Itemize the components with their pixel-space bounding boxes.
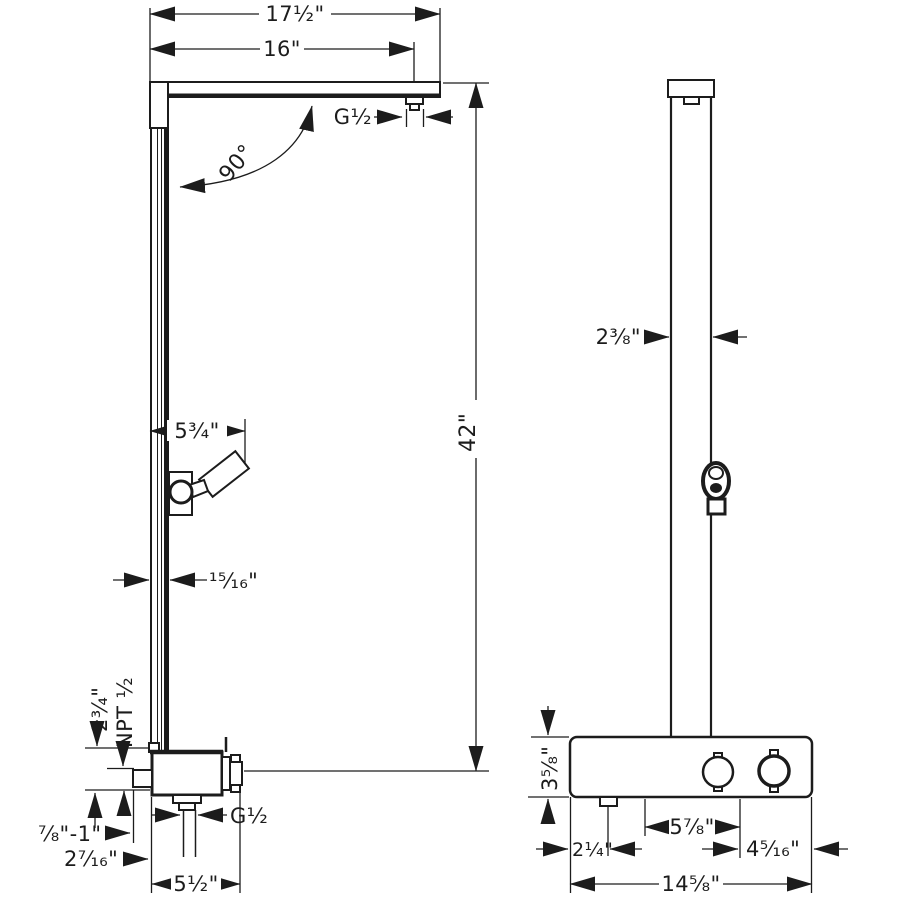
holder-clip [706, 497, 727, 516]
outlet-offset-dimension: 2¹⁄₄" [536, 839, 642, 861]
handshower-ball-joint [168, 479, 194, 505]
dim-label-handshower-reach: 5³⁄₄" [174, 419, 219, 443]
supply-thread-dimension: NPT ¹⁄₂ [113, 677, 137, 816]
wall-supply-outlet [132, 769, 153, 788]
bottom-outlet-collar [178, 802, 196, 811]
showerhead-outlet-stub [409, 103, 420, 111]
valve-side [568, 735, 814, 807]
valve-body-side [568, 735, 814, 799]
dim-label-pipe-center-offset: 2⁷⁄₁₆" [64, 847, 118, 871]
valve-outlet-thread-dimension: G¹⁄₂ [151, 804, 268, 828]
arm-outlet-thread-dimension: G¹⁄₂ [334, 105, 453, 129]
dim-label-overall-height: 42" [456, 413, 481, 452]
column-depth-dimension: 2³⁄₈" [596, 325, 747, 349]
dim-label-overall-width: 17¹⁄₂" [265, 2, 324, 26]
dim-label-supply-riser: 2³⁄₄" [88, 687, 112, 732]
valve-length-dimension: 14⁵⁄₈" [569, 872, 813, 896]
dim-label-arm-angle: 90° [214, 140, 259, 187]
valve-bottom-outlet [599, 796, 618, 807]
column-cap-notch [683, 96, 700, 105]
valve-body [150, 750, 224, 797]
bottom-outlet-nut [172, 794, 202, 804]
column-top-cap [667, 79, 715, 98]
label-backing [171, 873, 221, 894]
label-backing [669, 816, 715, 837]
label-backing [260, 38, 304, 60]
angle-dimension: 90° [179, 105, 314, 194]
arm-reach-dimension: 16" [149, 37, 415, 61]
valve-front [132, 737, 243, 857]
dim-label-valve-height: 3⁵⁄₈" [538, 746, 562, 791]
label-backing [167, 420, 227, 441]
volume-knob [757, 754, 791, 788]
showerhead-outlet [405, 96, 424, 105]
shower-pipe [150, 128, 169, 752]
front-view: 17¹⁄₂" 16" G¹⁄₂ 90° 5³⁄₄" [38, 2, 489, 896]
label-backing [456, 400, 482, 458]
dim-label-valve-length: 14⁵⁄₈" [661, 872, 720, 896]
handle-spacing-dimension: 5⁷⁄₈" [644, 815, 741, 839]
handshower-holder-side [701, 461, 731, 516]
dim-label-valve-outlet-thread: G¹⁄₂ [230, 804, 268, 828]
dim-label-arm-reach: 16" [263, 37, 301, 61]
temperature-knob [701, 755, 735, 789]
side-view: 2³⁄₈" [528, 79, 848, 896]
wall-clearance-dimension: ⁷⁄₈"-1" [38, 822, 131, 846]
label-backing [259, 3, 331, 25]
dim-label-arm-outlet-thread: G¹⁄₂ [334, 105, 372, 129]
front-extension-lines [85, 8, 489, 893]
overall-width-dimension: 17¹⁄₂" [149, 2, 441, 26]
valve-width-dimension: 5¹⁄₂" [151, 872, 241, 896]
dim-label-wall-clearance: ⁷⁄₈"-1" [38, 822, 101, 846]
supply-riser-dimension: 2³⁄₄" [87, 687, 112, 828]
dim-label-valve-width: 5¹⁄₂" [173, 872, 218, 896]
pipe-center-offset-dimension: 2⁷⁄₁₆" [64, 847, 149, 871]
dim-label-column-depth: 2³⁄₈" [596, 325, 641, 349]
handle-tab-bottom [230, 784, 241, 793]
handle-edge-dimension: 4⁵⁄₁₆" [702, 837, 848, 861]
label-backing [659, 873, 723, 894]
handle-stem [221, 756, 231, 791]
dim-label-handle-spacing: 5⁷⁄₈" [669, 815, 714, 839]
shower-arm [149, 81, 441, 129]
valve-height-dimension: 3⁵⁄₈" [538, 706, 562, 824]
handle-tab-top [230, 754, 241, 763]
pipe-width-dimension: ¹⁵⁄₁₆" [113, 569, 258, 593]
dim-label-pipe-width: ¹⁵⁄₁₆" [209, 569, 258, 593]
holder-ball-pivot [710, 483, 722, 493]
dim-label-handle-to-edge: 4⁵⁄₁₆" [746, 837, 800, 861]
handle-knob [229, 761, 243, 786]
handshower-reach-dimension: 5³⁄₄" [149, 419, 246, 443]
arm-pipe-connector [149, 81, 169, 129]
dim-label-supply-thread: NPT ¹⁄₂ [113, 677, 137, 748]
dim-label-outlet-offset: 2¹⁄₄" [572, 839, 613, 861]
holder-ball-detail [708, 466, 724, 480]
column [667, 79, 715, 737]
angle-arc [179, 105, 314, 194]
handshower [168, 449, 251, 516]
overall-height-dimension: 42" [456, 82, 484, 772]
